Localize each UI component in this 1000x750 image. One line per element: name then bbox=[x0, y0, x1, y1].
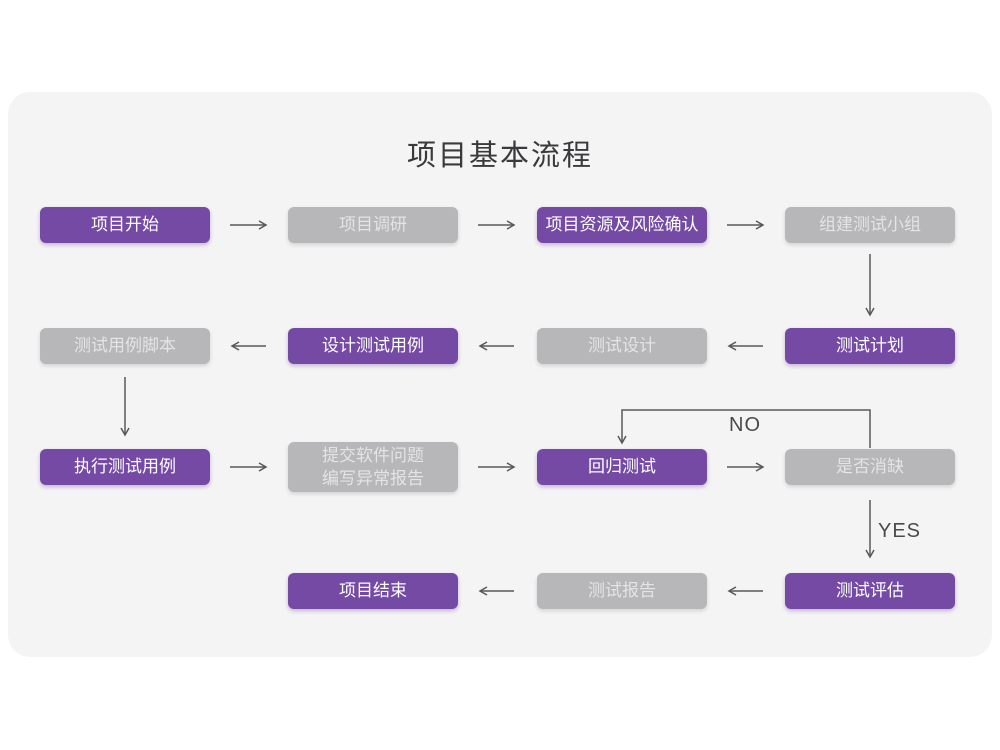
node-label: 回归测试 bbox=[588, 457, 656, 476]
node-submit-issue-report: 提交软件问题 编写异常报告 bbox=[288, 442, 458, 492]
node-label: 组建测试小组 bbox=[819, 215, 921, 234]
node-label: 项目调研 bbox=[339, 215, 407, 234]
node-label-line2: 编写异常报告 bbox=[322, 469, 424, 488]
node-defect-cleared: 是否消缺 bbox=[785, 449, 955, 485]
node-label-line1: 提交软件问题 bbox=[322, 446, 424, 465]
node-regression-test: 回归测试 bbox=[537, 449, 707, 485]
node-test-plan: 测试计划 bbox=[785, 328, 955, 364]
yes-branch-label: YES bbox=[878, 520, 922, 542]
node-test-design: 测试设计 bbox=[537, 328, 707, 364]
node-label: 项目开始 bbox=[91, 215, 159, 234]
node-label: 设计测试用例 bbox=[322, 336, 424, 355]
node-label: 测试报告 bbox=[588, 581, 656, 600]
node-project-research: 项目调研 bbox=[288, 207, 458, 243]
node-resource-risk-confirm: 项目资源及风险确认 bbox=[537, 207, 707, 243]
node-label: 项目资源及风险确认 bbox=[545, 215, 699, 234]
node-project-end: 项目结束 bbox=[288, 573, 458, 609]
node-label: 测试计划 bbox=[836, 336, 904, 355]
node-label: 是否消缺 bbox=[836, 457, 904, 476]
node-build-test-team: 组建测试小组 bbox=[785, 207, 955, 243]
node-label: 执行测试用例 bbox=[74, 457, 176, 476]
node-test-case-scripts: 测试用例脚本 bbox=[40, 328, 210, 364]
node-label: 项目结束 bbox=[339, 581, 407, 600]
node-label: 测试设计 bbox=[588, 336, 656, 355]
no-branch-label: NO bbox=[729, 414, 761, 436]
node-label: 测试用例脚本 bbox=[74, 336, 176, 355]
node-design-test-cases: 设计测试用例 bbox=[288, 328, 458, 364]
page-title: 项目基本流程 bbox=[406, 140, 593, 172]
node-test-evaluation: 测试评估 bbox=[785, 573, 955, 609]
node-label: 测试评估 bbox=[836, 581, 904, 600]
node-execute-test-cases: 执行测试用例 bbox=[40, 449, 210, 485]
node-test-report: 测试报告 bbox=[537, 573, 707, 609]
node-project-start: 项目开始 bbox=[40, 207, 210, 243]
flowchart-card bbox=[8, 92, 992, 657]
